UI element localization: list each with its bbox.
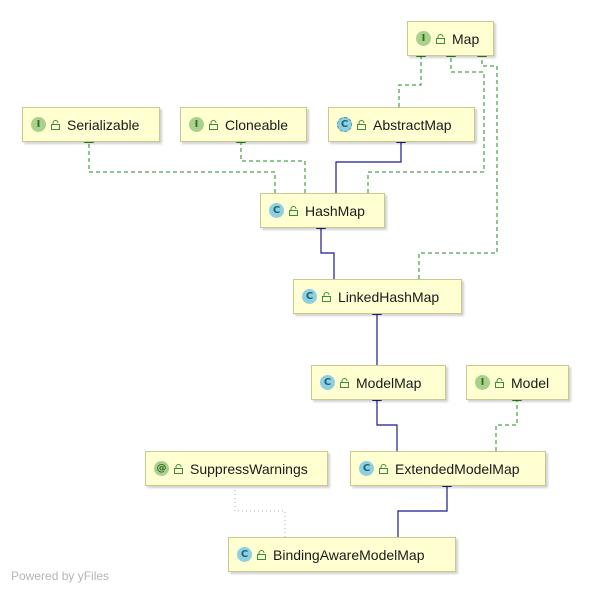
lock-icon [436, 33, 445, 44]
interface-icon: I [189, 117, 204, 132]
lock-icon [51, 119, 60, 130]
node-linkedhashmap[interactable]: C LinkedHashMap [293, 279, 462, 314]
edge-linkedhashmap-implements-map [418, 48, 498, 279]
lock-icon [174, 463, 183, 474]
edge-hashmap-extends-abstractmap [335, 134, 406, 193]
node-serializable[interactable]: I Serializable [22, 107, 160, 142]
node-model[interactable]: I Model [466, 365, 569, 400]
interface-icon: I [416, 31, 431, 46]
node-map[interactable]: I Map [407, 21, 494, 56]
node-label: Serializable [67, 116, 140, 133]
edge-extendedmodelmap-implements-model [495, 392, 522, 451]
lock-icon [340, 377, 349, 388]
edge-hashmap-implements-serializable [84, 134, 276, 193]
class-icon: C [237, 547, 252, 562]
edge-hashmap-implements-cloneable [236, 134, 306, 193]
node-label: Map [452, 30, 480, 47]
interface-icon: I [31, 117, 46, 132]
edge-bindingawaremodelmap-annotated-suppresswarnings [234, 487, 286, 537]
lock-icon [289, 205, 298, 216]
class-icon: C [320, 375, 335, 390]
node-extendedmodelmap[interactable]: C ExtendedModelMap [350, 451, 546, 486]
lock-icon [322, 291, 331, 302]
lock-icon [379, 463, 388, 474]
node-label: LinkedHashMap [338, 288, 440, 305]
node-label: BindingAwareModelMap [273, 546, 425, 563]
annotation-icon: @ [154, 461, 169, 476]
edge-extendedmodelmap-extends-modelmap [372, 392, 398, 451]
watermark: Powered by yFiles [11, 569, 110, 583]
node-bindingawaremodelmap[interactable]: C BindingAwareModelMap [228, 537, 456, 572]
class-icon: C [359, 461, 374, 476]
abstract-class-icon: C [337, 117, 352, 132]
edge-hashmap-implements-map [367, 48, 485, 193]
interface-icon: I [475, 375, 490, 390]
node-suppresswarnings[interactable]: @ SuppressWarnings [145, 451, 328, 486]
node-label: ExtendedModelMap [395, 460, 520, 477]
class-icon: C [302, 289, 317, 304]
node-label: AbstractMap [373, 116, 452, 133]
class-icon: C [269, 203, 284, 218]
lock-icon [257, 549, 266, 560]
node-hashmap[interactable]: C HashMap [260, 193, 385, 228]
node-label: SuppressWarnings [190, 460, 308, 477]
lock-icon [495, 377, 504, 388]
node-label: HashMap [305, 202, 365, 219]
edge-bindingawaremodelmap-extends-extendedmodelmap [397, 478, 452, 537]
lock-icon [357, 119, 366, 130]
node-label: ModelMap [356, 374, 422, 391]
lock-icon [209, 119, 218, 130]
edge-abstractmap-implements-map [398, 48, 426, 107]
node-cloneable[interactable]: I Cloneable [180, 107, 307, 142]
node-label: Model [511, 374, 550, 391]
node-modelmap[interactable]: C ModelMap [311, 365, 446, 400]
node-abstractmap[interactable]: C AbstractMap [328, 107, 475, 142]
node-label: Cloneable [225, 116, 289, 133]
edge-linkedhashmap-extends-hashmap [316, 220, 335, 279]
